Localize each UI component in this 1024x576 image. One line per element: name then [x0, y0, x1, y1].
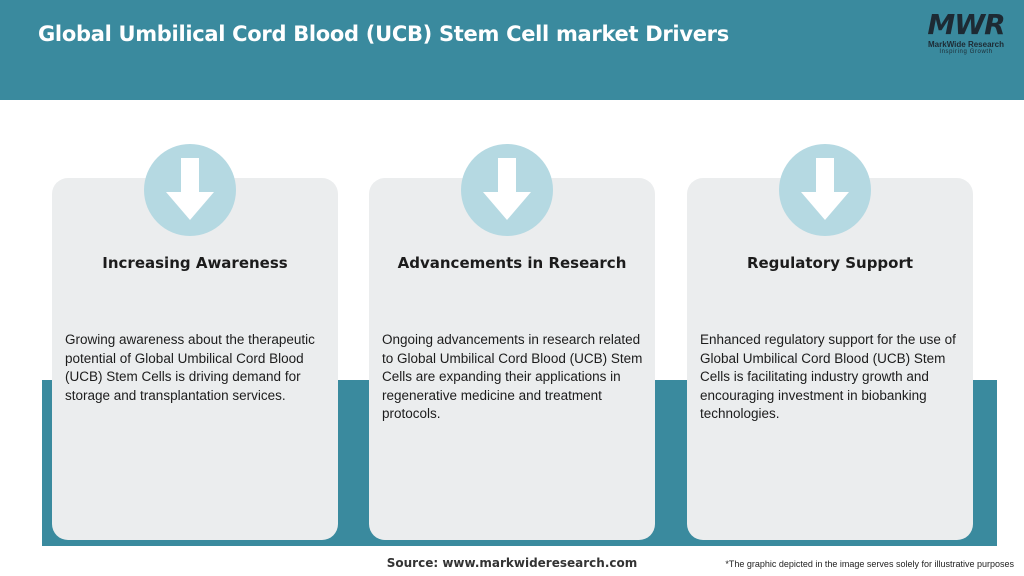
card-title: Increasing Awareness: [102, 254, 288, 272]
card-description: Enhanced regulatory support for the use …: [700, 332, 956, 421]
card-panel: Advancements in Research Ongoing advance…: [369, 144, 655, 540]
brand-logo: MWR MarkWide Research Inspiring Growth: [918, 10, 1014, 60]
card-panel: Regulatory Support Enhanced regulatory s…: [687, 144, 973, 540]
logo-tagline: Inspiring Growth: [939, 49, 993, 55]
driver-card-research: Advancements in Research Ongoing advance…: [359, 144, 679, 548]
card-title: Advancements in Research: [397, 254, 627, 272]
logo-name: MarkWide Research: [928, 40, 1004, 49]
card-description: Growing awareness about the therapeutic …: [65, 332, 315, 403]
arrow-down-icon: [461, 144, 553, 236]
disclaimer-note: *The graphic depicted in the image serve…: [725, 559, 1014, 569]
card-panel: Increasing Awareness Growing awareness a…: [52, 144, 338, 540]
page-title: Global Umbilical Cord Blood (UCB) Stem C…: [38, 22, 729, 46]
driver-card-awareness: Increasing Awareness Growing awareness a…: [42, 144, 362, 548]
logo-mark: MWR: [927, 8, 1005, 41]
card-description: Ongoing advancements in research related…: [382, 332, 643, 421]
header-banner: Global Umbilical Cord Blood (UCB) Stem C…: [0, 0, 1024, 100]
driver-card-regulatory: Regulatory Support Enhanced regulatory s…: [677, 144, 997, 548]
card-title: Regulatory Support: [746, 254, 914, 272]
arrow-down-icon: [144, 144, 236, 236]
arrow-down-icon: [779, 144, 871, 236]
source-credit: Source: www.markwideresearch.com: [386, 556, 638, 570]
